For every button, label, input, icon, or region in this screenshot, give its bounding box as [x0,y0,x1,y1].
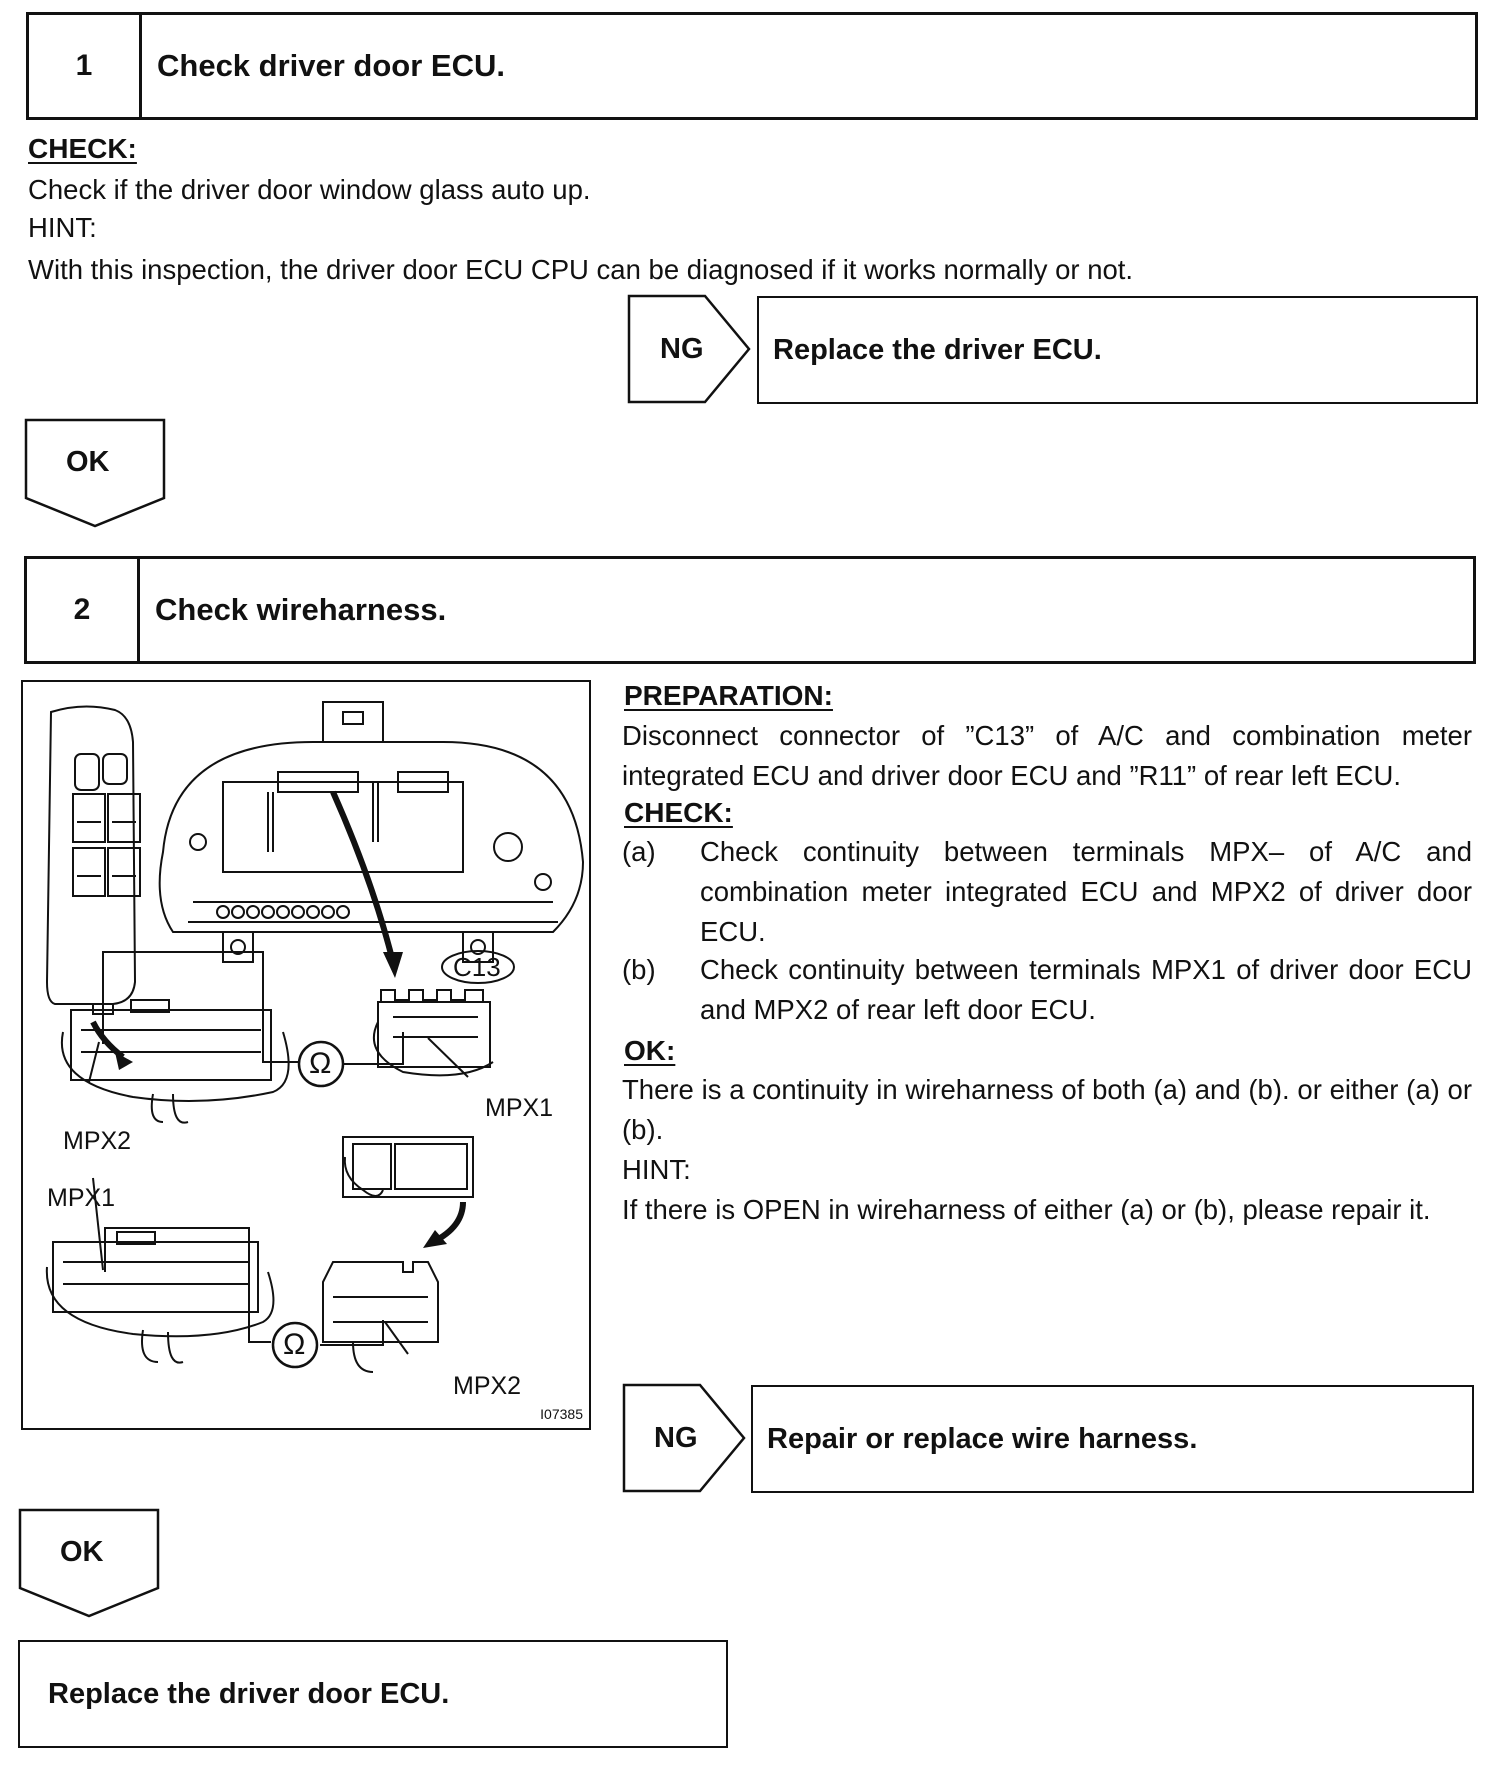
step-1-hint-heading: HINT: [28,212,97,243]
combination-meter [158,741,585,933]
wiring-diagram-figure: C13 Ω Ω MPX2 MPX1 MPX1 MPX2 I07385 [21,680,591,1430]
ohm-lower: Ω [283,1328,306,1361]
step-2-ok-arrow [18,1508,160,1618]
check-item-b-text: Check continuity between terminals MPX1 … [700,954,1472,1025]
check-item-a-text: Check continuity between terminals MPX– … [700,836,1472,947]
door-switch-panel [45,705,137,1005]
mpx1-lower-label: MPX1 [47,1184,116,1212]
step-2-title: Check wireharness. [155,592,447,627]
step-2-ok-text: There is a continuity in wireharness of … [622,1074,1472,1145]
c13-label: C13 [453,952,501,982]
wire-lower [104,1227,271,1343]
step-1-check-heading: CHECK: [28,133,137,164]
step-2-preparation-text: Disconnect connector of ”C13” of A/C and… [622,720,1472,791]
step-1-header: 1 Check driver door ECU. [26,12,1478,120]
ohm-upper: Ω [309,1047,332,1080]
step-2-preparation-heading: PREPARATION: [624,680,833,711]
step-1-ng-arrow [627,294,751,404]
mpx2-upper-label: MPX2 [63,1127,132,1155]
check-item-b: (b) Check continuity between terminals M… [622,950,1472,1030]
wiring-diagram-svg [45,701,585,1373]
check-item-a: (a) Check continuity between terminals M… [622,832,1472,952]
step-2-text-column: PREPARATION: Disconnect connector of ”C1… [622,680,1472,1280]
step-1-check-text: Check if the driver door window glass au… [28,174,591,205]
step-1-ng-result-text: Replace the driver ECU. [773,333,1102,366]
step-1-ng-result-box: Replace the driver ECU. [757,296,1478,404]
final-result-text: Replace the driver door ECU. [48,1677,450,1710]
figure-id: I07385 [540,1406,583,1422]
step-1-ok-arrow [24,418,166,528]
mpx1-upper-label: MPX1 [485,1094,554,1122]
step-2-hint-heading: HINT: [622,1154,691,1185]
mpx2-lower-label: MPX2 [453,1372,522,1400]
step-1-title: Check driver door ECU. [157,48,505,83]
step-2-ng-result-text: Repair or replace wire harness. [767,1422,1198,1455]
step-2-hint-text: If there is OPEN in wireharness of eithe… [622,1194,1431,1225]
step-2-ng-label: NG [654,1422,698,1454]
step-1-hint-text: With this inspection, the driver door EC… [28,254,1134,285]
step-2-ng-arrow [622,1383,746,1493]
step-2-header: 2 Check wireharness. [24,556,1476,664]
final-result-box: Replace the driver door ECU. [18,1640,728,1748]
step-1-number: 1 [29,15,142,117]
step-2-ok-heading: OK: [624,1035,676,1066]
step-2-ok-label: OK [60,1536,104,1568]
wire-upper [102,951,299,1063]
step-2-ng-result-box: Repair or replace wire harness. [751,1385,1474,1493]
step-1-ok-label: OK [66,446,110,478]
step-2-check-heading: CHECK: [624,797,733,828]
check-item-b-label: (b) [622,954,656,985]
check-item-a-label: (a) [622,836,656,867]
step-2-number: 2 [27,559,140,661]
step-1-ng-label: NG [660,333,704,365]
